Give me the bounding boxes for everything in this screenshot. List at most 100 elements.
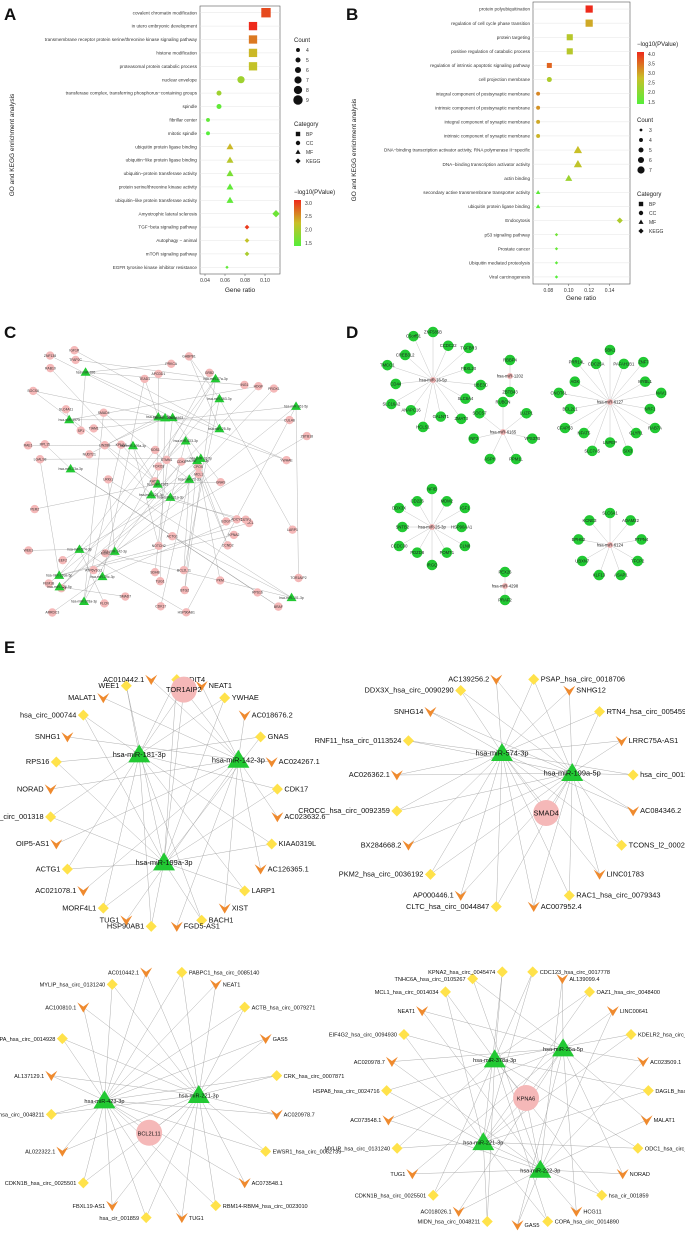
legend-count-dot	[295, 57, 301, 63]
lncrna-node	[270, 1109, 283, 1120]
gene-node	[463, 363, 474, 374]
lncrna-label: NEAT1	[398, 1009, 416, 1015]
legend-category-label: MF	[306, 150, 313, 156]
edge	[413, 336, 434, 381]
edge	[103, 697, 239, 760]
gene-node	[468, 433, 480, 444]
mirna-label: hsa-miR-378a-3p	[71, 600, 97, 604]
circrna-label: CDK17	[284, 784, 308, 793]
legend-count-title-a: Count	[294, 38, 310, 44]
lncrna-node	[106, 1200, 119, 1212]
gene-node	[45, 351, 55, 360]
data-point	[536, 119, 541, 124]
lncrna-node	[259, 1033, 272, 1045]
lncrna-label: AC024267.1	[279, 757, 320, 766]
term-label: positive regulation of catabolic process	[451, 49, 531, 54]
data-point	[546, 62, 552, 68]
edge	[460, 752, 503, 896]
term-label: mTOR signaling pathway	[146, 252, 198, 257]
mirna-label: hsa-miR-25-5p	[208, 427, 231, 431]
edge	[396, 752, 503, 812]
lncrna-node	[454, 890, 467, 901]
circrna-node	[542, 1216, 554, 1228]
edge	[104, 1100, 245, 1183]
lncrna-node	[145, 674, 158, 685]
edge	[494, 971, 503, 1060]
gene-label: UBE3C	[474, 382, 488, 387]
edge	[574, 381, 611, 403]
gene-node	[459, 540, 471, 552]
gene-label: RPS16	[252, 591, 263, 595]
gene-node	[604, 507, 616, 519]
data-point	[248, 35, 258, 44]
mirna-node	[607, 542, 613, 548]
gene-label: BCL2L1	[562, 406, 578, 411]
legend-count-label: 4	[649, 138, 652, 144]
gene-node	[194, 470, 203, 479]
term-label: mitotic spindle	[168, 131, 198, 136]
edge	[598, 544, 611, 576]
gene-node	[76, 426, 85, 435]
subnetwork-sub3: PABPC1_hsa_circ_0085140NEAT1ACTB_hsa_cir…	[0, 966, 344, 1224]
gene-label: KPNA6	[116, 443, 127, 447]
lncrna-node	[416, 1006, 429, 1017]
gene-label: IGF1R	[69, 348, 80, 352]
circrna-node	[56, 1033, 68, 1045]
mirna-node	[93, 1090, 116, 1109]
gene-label: TGFBR3	[460, 345, 477, 350]
edge	[163, 862, 202, 921]
edge	[139, 679, 177, 755]
edge	[50, 368, 171, 498]
lncrna-label: AC139256.2	[448, 675, 489, 684]
mirna-label: hsa-miR-193a-5p	[46, 574, 72, 578]
circrna-node	[527, 966, 539, 978]
edge	[501, 752, 634, 776]
gene-label: SDHB	[150, 570, 160, 574]
edge	[104, 1100, 183, 1218]
edge	[62, 1038, 105, 1101]
lncrna-node	[615, 735, 628, 747]
legend-category-label: CC	[649, 211, 657, 217]
gene-node	[100, 441, 109, 450]
gene-label: AGK	[570, 379, 579, 384]
term-label: Endocytosis	[505, 218, 530, 223]
mirna-label: hsa-miR-199a-5p	[544, 769, 601, 778]
circrna-node	[632, 1142, 644, 1154]
gene-node	[638, 356, 649, 368]
edge	[83, 444, 122, 602]
gene-node	[504, 386, 516, 398]
mrna-label: KPNA6	[517, 1097, 535, 1103]
circrna-node	[642, 1085, 654, 1097]
mirna-node	[561, 763, 584, 781]
lncrna-node	[56, 1146, 69, 1157]
circrna-label: MYLIP_hsa_circ_0131240	[40, 983, 106, 989]
gene-label: EOGT	[221, 520, 231, 524]
edge	[163, 843, 272, 863]
legend-color-label: 2.5	[648, 81, 655, 87]
lncrna-label: AC018676.2	[252, 710, 293, 719]
edge	[609, 401, 637, 434]
gene-node	[411, 547, 423, 558]
subnetwork-sub1: DDIT4NEAT1YWHAEAC018676.2GNASAC024267.1C…	[0, 674, 325, 932]
term-label: ubiquitin protein ligase binding	[468, 204, 530, 209]
edge	[412, 1048, 564, 1174]
gene-label: RAB7A	[648, 425, 662, 430]
circrna-node	[455, 685, 467, 697]
edge	[562, 1048, 647, 1121]
circrna-label: WEE1	[98, 681, 119, 690]
lncrna-label: AC020978.7	[354, 1060, 385, 1066]
lncrna-node	[209, 979, 222, 990]
mirna-label: hsa-miR-4463	[162, 416, 183, 420]
mirna-label: hsa-miR-25-3p	[418, 524, 446, 529]
gene-label: ING1	[240, 383, 248, 387]
legend-color-label: 3.5	[648, 61, 655, 67]
gene-node	[154, 462, 163, 471]
legend-count-dot	[293, 95, 303, 105]
edge	[395, 379, 434, 385]
circrna-node	[391, 805, 403, 817]
gene-label: CNOT6L	[551, 390, 568, 395]
edge	[51, 1100, 105, 1115]
